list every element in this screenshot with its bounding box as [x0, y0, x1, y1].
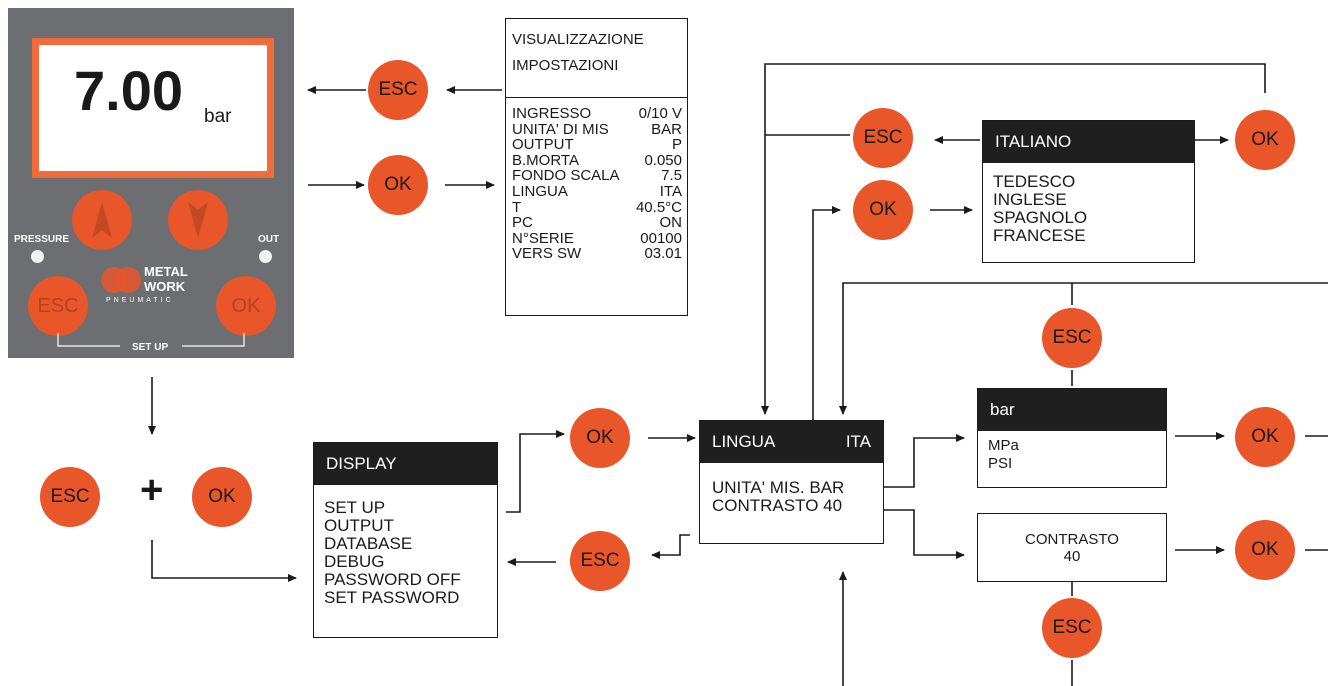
- svg-text:PNEUMATIC: PNEUMATIC: [106, 297, 174, 304]
- device-display: [32, 38, 274, 178]
- esc-combo-button[interactable]: ESC: [40, 467, 100, 527]
- svg-text:METAL: METAL: [144, 264, 188, 279]
- menu-item-contrast[interactable]: CONTRASTO 40: [712, 496, 843, 515]
- menu-item-debug[interactable]: DEBUG: [324, 552, 385, 571]
- esc-button-contrast[interactable]: ESC: [1042, 598, 1102, 658]
- menu-item-unit[interactable]: UNITA' MIS. BAR: [712, 478, 845, 497]
- lingua-menu-header: LINGUA ITA: [700, 421, 883, 463]
- language-menu-items: TEDESCO INGLESE SPAGNOLO FRANCESE: [983, 163, 1194, 255]
- ok-button-display-menu[interactable]: OK: [570, 408, 630, 468]
- metal-work-logo-icon: METAL WORK PNEUMATIC: [101, 264, 188, 304]
- pressure-switch-device: 7.00 bar PRESSURE OUT METAL WORK PNEUMAT…: [8, 8, 294, 358]
- device-esc-button[interactable]: ESC: [28, 276, 88, 336]
- contrast-value: 40: [1063, 547, 1081, 565]
- pressure-led: [31, 250, 44, 263]
- language-menu: ITALIANO TEDESCO INGLESE SPAGNOLO FRANCE…: [982, 120, 1195, 263]
- menu-item-francese[interactable]: FRANCESE: [993, 226, 1086, 245]
- ok-button-italiano[interactable]: OK: [1235, 110, 1295, 170]
- unit-menu-header: bar: [978, 389, 1166, 431]
- ok-combo-button[interactable]: OK: [192, 467, 252, 527]
- out-label: OUT: [258, 234, 280, 245]
- down-button[interactable]: [168, 190, 228, 250]
- device-ok-button[interactable]: OK: [216, 276, 276, 336]
- pressure-reading: 7.00: [74, 59, 183, 122]
- display-menu-header: DISPLAY: [314, 443, 497, 485]
- menu-item-output[interactable]: OUTPUT: [324, 516, 394, 535]
- info-title-line1: VISUALIZZAZIONE: [512, 31, 644, 48]
- metal-work-logo: METAL WORK PNEUMATIC: [100, 260, 204, 304]
- setup-bracket: [57, 333, 245, 347]
- menu-item-inglese[interactable]: INGLESE: [993, 190, 1067, 209]
- menu-item-database[interactable]: DATABASE: [324, 534, 413, 553]
- menu-item-psi[interactable]: PSI: [988, 455, 1013, 472]
- esc-button-unit[interactable]: ESC: [1042, 308, 1102, 368]
- up-button[interactable]: [72, 190, 132, 250]
- menu-item-password-off[interactable]: PASSWORD OFF: [324, 570, 461, 589]
- language-menu-header: ITALIANO: [983, 121, 1194, 163]
- unit-menu-items: MPa PSI: [978, 431, 1166, 479]
- plus-sign: +: [140, 468, 164, 512]
- ok-button-contrast[interactable]: OK: [1235, 520, 1295, 580]
- up-arrow-icon: [92, 202, 112, 238]
- info-title-line2: IMPOSTAZIONI: [512, 57, 619, 74]
- lingua-header-label: LINGUA: [712, 432, 776, 451]
- down-arrow-icon: [188, 202, 208, 238]
- svg-text:WORK: WORK: [144, 279, 186, 294]
- pressure-label: PRESSURE: [14, 234, 70, 245]
- unit-menu: bar MPa PSI: [977, 388, 1167, 488]
- menu-item-setup[interactable]: SET UP: [324, 498, 386, 517]
- menu-item-set-password[interactable]: SET PASSWORD: [324, 588, 460, 607]
- setup-label: SET UP: [132, 342, 169, 353]
- contrast-label: CONTRASTO: [1025, 530, 1119, 548]
- display-menu: DISPLAY SET UP OUTPUT DATABASE DEBUG PAS…: [313, 442, 498, 638]
- contrast-box: CONTRASTO 40: [977, 513, 1167, 582]
- menu-item-mpa[interactable]: MPa: [988, 437, 1019, 454]
- menu-item-spagnolo[interactable]: SPAGNOLO: [993, 208, 1088, 227]
- out-led: [259, 250, 272, 263]
- display-menu-items: SET UP OUTPUT DATABASE DEBUG PASSWORD OF…: [314, 485, 497, 615]
- esc-button-language[interactable]: ESC: [853, 108, 913, 168]
- pressure-unit: bar: [204, 106, 232, 127]
- esc-button-lingua[interactable]: ESC: [570, 531, 630, 591]
- ok-button-display[interactable]: OK: [368, 155, 428, 215]
- esc-button-display[interactable]: ESC: [368, 60, 428, 120]
- lingua-menu-items: UNITA' MIS. BAR CONTRASTO 40: [700, 463, 883, 531]
- ok-button-language[interactable]: OK: [853, 180, 913, 240]
- ok-button-unit[interactable]: OK: [1235, 407, 1295, 467]
- lingua-header-value: ITA: [845, 432, 871, 451]
- menu-item-tedesco[interactable]: TEDESCO: [993, 172, 1076, 191]
- lingua-menu: LINGUA ITA UNITA' MIS. BAR CONTRASTO 40: [699, 420, 884, 544]
